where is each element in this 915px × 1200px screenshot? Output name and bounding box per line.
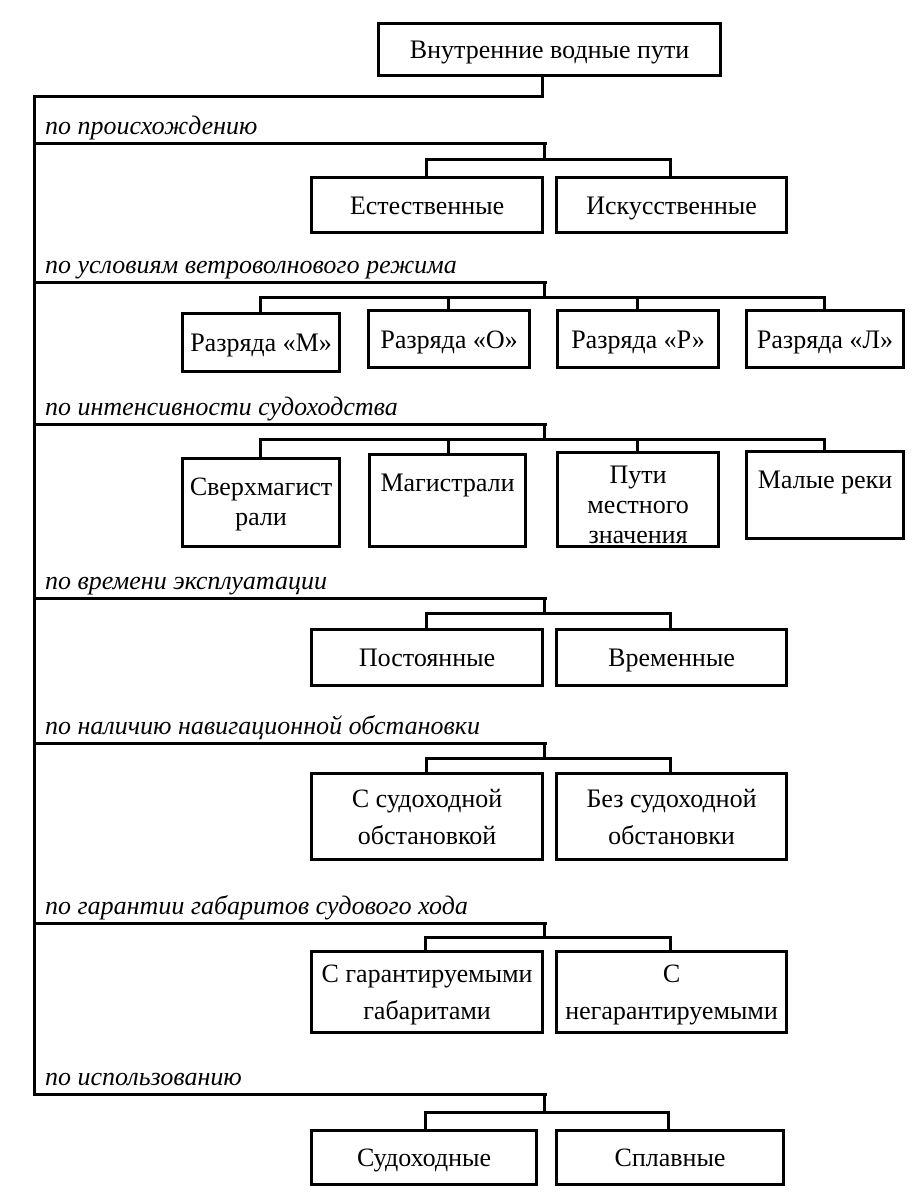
tree-node: Магистрали: [368, 453, 527, 548]
tree-node: Сплавные: [555, 1129, 785, 1186]
node-label: Временные: [608, 643, 735, 672]
tree-node: Пути местного значения: [556, 451, 720, 548]
node-label: Магистрали: [380, 468, 515, 497]
node-label: Искусственные: [586, 190, 757, 220]
tree-node: Временные: [555, 628, 788, 687]
category-label: по происхождению: [45, 111, 258, 140]
node-label: Сплавные: [614, 1143, 726, 1172]
category-label: по наличию навигационной обстановки: [45, 711, 480, 740]
connector-drop: [447, 296, 450, 309]
node-label: С судоходной обстановкой: [351, 783, 503, 850]
node-label: Естественные: [349, 190, 505, 220]
tree-node: Разряда «Л»: [745, 309, 905, 369]
connector-drop: [823, 438, 826, 450]
tree-node: Сверхмагист рали: [181, 457, 341, 548]
connector-drop: [669, 757, 672, 772]
node-label: Разряда «Л»: [756, 324, 894, 354]
node-label: С гарантируемыми габаритами: [321, 959, 533, 1025]
connector-bracket: [425, 757, 672, 760]
connector-line: [33, 742, 547, 745]
connector-bracket: [259, 438, 826, 441]
tree-node: Малые реки: [745, 450, 905, 540]
tree-node: Судоходные: [310, 1129, 538, 1186]
connector-stem: [543, 742, 546, 760]
connector-stem: [543, 597, 546, 615]
connector-drop: [259, 438, 262, 457]
connector-drop: [447, 438, 450, 453]
left-rail-line: [33, 95, 36, 1096]
tree-node: Разряда «О»: [367, 309, 531, 369]
connector-line: [33, 95, 544, 98]
connector-drop: [669, 612, 672, 628]
connector-drop: [669, 936, 672, 950]
connector-drop: [669, 158, 672, 176]
root-node: Внутренние водные пути: [377, 22, 722, 77]
connector-stem: [543, 423, 546, 441]
connector-line: [33, 281, 547, 284]
connector-drop: [425, 158, 428, 176]
tree-node: Разряда «М»: [181, 312, 341, 373]
connector-line: [33, 142, 547, 145]
tree-node: Постоянные: [310, 628, 544, 687]
connector-drop: [667, 1111, 670, 1129]
connector-bracket: [259, 296, 826, 299]
node-label: Разряда «О»: [380, 324, 518, 354]
connector-bracket: [424, 1111, 670, 1114]
tree-node: Разряда «Р»: [556, 309, 720, 369]
node-label: Сверхмагист рали: [189, 472, 333, 531]
connector-drop: [425, 757, 428, 772]
connector-stem: [543, 1093, 546, 1114]
connector-stem: [543, 922, 546, 939]
node-label: Малые реки: [757, 465, 893, 494]
category-label: по гарантии габаритов судового хода: [45, 891, 468, 920]
node-label: Без судоходной обстановки: [586, 783, 757, 850]
node-label: Разряда «М»: [190, 328, 332, 357]
connector-line: [33, 597, 547, 600]
connector-drop: [425, 612, 428, 628]
connector-line: [33, 922, 547, 925]
connector-stem: [543, 142, 546, 161]
connector-line: [33, 423, 547, 426]
connector-stem: [543, 281, 546, 299]
node-label: Разряда «Р»: [571, 324, 705, 354]
node-label: С негарантируемыми: [565, 959, 778, 1025]
tree-node: С гарантируемыми габаритами: [310, 950, 544, 1034]
root-node-label: Внутренние водные пути: [409, 35, 690, 64]
tree-node: Искусственные: [555, 176, 788, 234]
connector-drop: [823, 296, 826, 309]
tree-node: С негарантируемыми: [555, 950, 788, 1034]
category-label: по времени эксплуатации: [45, 566, 328, 595]
connector-drop: [636, 296, 639, 309]
node-label: Судоходные: [356, 1143, 492, 1172]
node-label: Постоянные: [358, 643, 496, 672]
category-label: по интенсивности судоходства: [45, 392, 398, 421]
connector-bracket: [424, 936, 672, 939]
connector-drop: [424, 936, 427, 950]
connector-drop: [259, 296, 262, 312]
connector-drop: [424, 1111, 427, 1129]
tree-node: Естественные: [310, 176, 544, 234]
connector-bracket: [425, 612, 672, 615]
connector-stem: [541, 77, 544, 98]
tree-node: Без судоходной обстановки: [555, 772, 788, 861]
connector-line: [33, 1093, 547, 1096]
connector-bracket: [425, 158, 672, 161]
node-label: Пути местного значения: [587, 460, 689, 544]
connector-drop: [636, 438, 639, 451]
tree-node: С судоходной обстановкой: [310, 772, 544, 861]
category-label: по условиям ветроволнового режима: [45, 250, 457, 279]
category-label: по использованию: [45, 1062, 242, 1091]
